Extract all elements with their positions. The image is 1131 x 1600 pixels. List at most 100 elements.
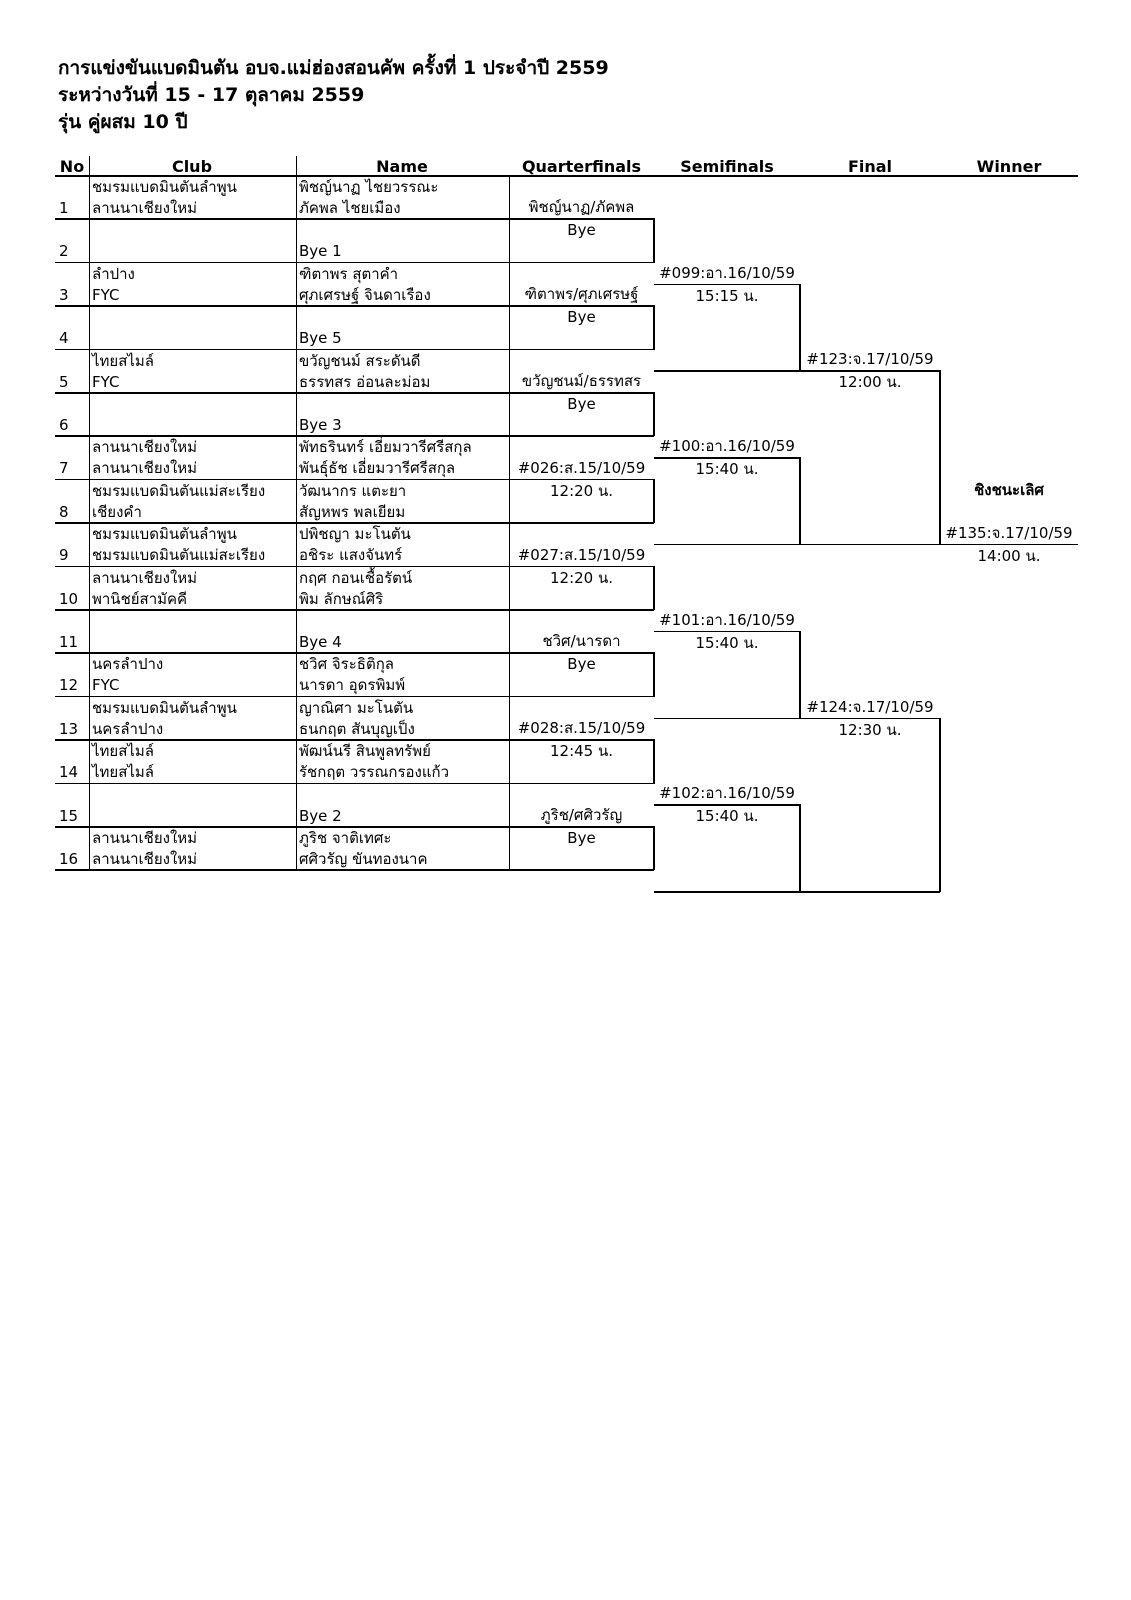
entry-name-1: กฤศ กอนเชื้อรัตน์: [299, 568, 413, 587]
entry-name-1: ฑิตาพร สุตาคำ: [299, 264, 399, 283]
row-divider: [55, 739, 510, 741]
qf-match-bottom: Bye: [567, 308, 596, 327]
entry-name-1: พัฒน์นรี สินพูลทรัพย์: [299, 742, 431, 761]
sf-match-top: #099:อา.16/10/59: [659, 263, 795, 282]
entry-number: 1: [59, 199, 69, 217]
entry-name-2: Bye 4: [299, 633, 342, 651]
qf-top-line: [509, 392, 654, 394]
column-header-semifinals: Semifinals: [680, 157, 774, 176]
entry-club-1: ลานนาเชียงใหม่: [92, 829, 198, 847]
sf-match-bottom: 15:40 น.: [695, 460, 759, 479]
final-top-line: [800, 717, 940, 720]
entry-number: 7: [59, 459, 69, 478]
qf-match-bottom: Bye: [567, 829, 596, 847]
entry-name-1: วัฒนากร แตะยา: [299, 481, 407, 500]
entry-number: 13: [59, 719, 79, 738]
entry-name-1: พิชญ์นาฏ ไชยวรรณะ: [299, 178, 439, 196]
entry-club-1: ไทยสไมล์: [92, 742, 154, 761]
sf-top-line: [654, 283, 800, 286]
entry-club-2: ลานนาเชียงใหม่: [92, 199, 198, 217]
qf-match-top: #026:ส.15/10/59: [517, 458, 646, 477]
column-header-final: Final: [847, 157, 893, 176]
entry-number: 9: [59, 546, 69, 565]
entry-club-1: ชมรมแบดมินตันลำพูน: [92, 178, 237, 196]
column-header-name: Name: [376, 157, 428, 176]
qf-vertical: [653, 652, 655, 697]
tournament-dates: ระหว่างวันที่ 15 - 17 ตุลาคม 2559: [58, 84, 365, 106]
entry-number: 14: [59, 763, 79, 782]
row-divider: [55, 695, 510, 698]
qf-bottom-line: [509, 348, 654, 351]
entry-club-1: ชมรมแบดมินตันแม่สะเรียง: [92, 481, 266, 500]
qf-match-top: ฑิตาพร/ศุภเศรษฐ์: [524, 285, 639, 304]
sf-vertical: [799, 283, 801, 372]
tournament-category: รุ่น คู่ผสม 10 ปี: [58, 111, 188, 133]
entry-club-2: ลานนาเชียงใหม่: [92, 459, 198, 478]
entry-name-2: ศุภเศรษฐ์ จินดาเรือง: [299, 285, 431, 304]
entry-name-2: สัญหพร พลเยียม: [299, 502, 406, 521]
entry-name-1: ชวิศ จิระธิติกุล: [299, 655, 394, 674]
entry-club-2: ไทยสไมล์: [92, 763, 154, 782]
qf-top-line: [509, 565, 654, 568]
sf-vertical: [799, 804, 801, 893]
entry-name-2: ธรรทสร อ่อนละม่อม: [299, 372, 431, 391]
entry-name-1: ปพิชญา มะโนตัน: [299, 525, 411, 544]
sf-vertical: [799, 630, 801, 719]
final-bottom-line: [800, 543, 940, 546]
entry-number: 15: [59, 806, 79, 825]
entry-name-1: ขวัญชนม์ สระดันดี: [299, 351, 421, 370]
final-vertical: [939, 717, 941, 893]
sf-match-bottom: 15:40 น.: [695, 807, 759, 826]
entry-name-2: Bye 1: [299, 242, 342, 261]
entry-number: 5: [59, 372, 69, 391]
final-match-top: #123:จ.17/10/59: [806, 350, 934, 369]
row-divider: [55, 261, 510, 264]
entry-name-2: Bye 5: [299, 329, 342, 348]
entry-club-2: FYC: [92, 285, 120, 304]
column-header-no: No: [59, 157, 85, 176]
entry-name-2: พิม ลักษณ์ศิริ: [299, 589, 384, 608]
sf-match-top: #101:อา.16/10/59: [659, 610, 795, 629]
winner-label: ชิงชนะเลิศ: [974, 480, 1044, 499]
entry-number: 4: [59, 329, 69, 348]
entry-number: 16: [59, 850, 79, 868]
qf-match-top: #027:ส.15/10/59: [517, 545, 646, 564]
entry-club-1: ลานนาเชียงใหม่: [92, 438, 198, 457]
sf-bottom-line: [654, 717, 800, 720]
final-vertical: [939, 370, 941, 545]
final-match-bottom: 12:30 น.: [838, 720, 902, 739]
row-divider: [55, 392, 510, 394]
qf-vertical: [653, 739, 655, 784]
qf-vertical: [653, 305, 655, 350]
sf-bottom-line: [654, 891, 800, 893]
winner-match-bottom: 14:00 น.: [977, 546, 1041, 565]
row-divider: [55, 435, 510, 437]
qf-match-bottom: 12:45 น.: [549, 742, 614, 761]
entry-number: 11: [59, 633, 79, 651]
qf-match-top: ชวิศ/นารดา: [542, 632, 621, 651]
qf-bottom-line: [509, 435, 654, 437]
qf-vertical: [653, 478, 655, 524]
column-separator: [89, 156, 90, 871]
entry-club-1: นครลำปาง: [92, 655, 164, 674]
entry-number: 6: [59, 416, 69, 434]
qf-bottom-line: [509, 522, 654, 524]
row-divider: [55, 218, 510, 220]
row-divider: [55, 782, 510, 785]
qf-match-top: ขวัญชนม์/ธรรทสร: [521, 372, 642, 390]
final-match-top: #124:จ.17/10/59: [806, 697, 934, 716]
winner-line: [940, 543, 1078, 546]
entry-number: 12: [59, 676, 79, 695]
row-divider: [55, 348, 510, 351]
row-divider: [55, 869, 510, 871]
entry-name-2: ธนกฤต สันบุญเป็ง: [299, 719, 415, 738]
sf-match-top: #100:อา.16/10/59: [659, 437, 795, 456]
qf-top-line: [509, 652, 654, 654]
sf-bottom-line: [654, 370, 800, 372]
entry-name-2: อชิระ แสงจันทร์: [299, 546, 403, 565]
entry-name-1: ญาณิศา มะโนตัน: [299, 698, 414, 717]
qf-vertical: [653, 218, 655, 263]
row-divider: [55, 478, 510, 481]
entry-club-2: ลานนาเชียงใหม่: [92, 850, 198, 868]
entry-number: 8: [59, 502, 69, 521]
